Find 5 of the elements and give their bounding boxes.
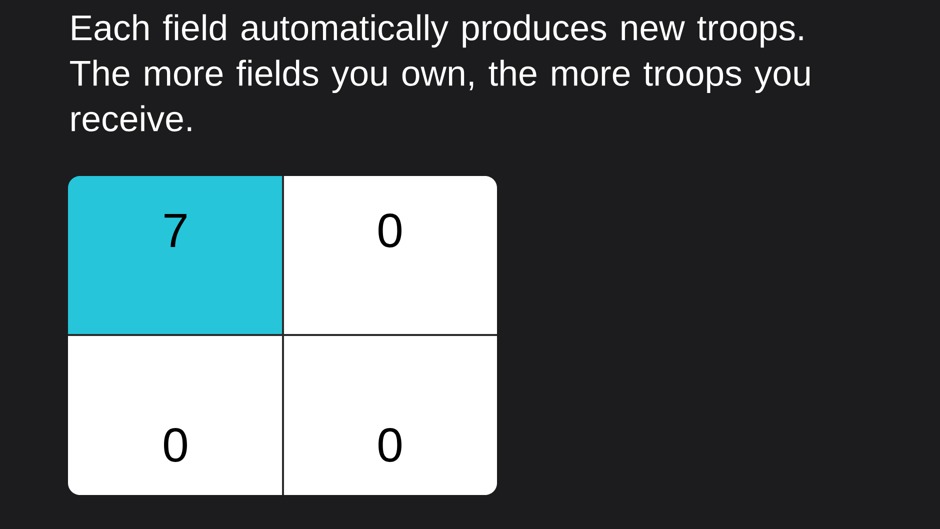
grid-cell: 0 [283,176,497,335]
grid-cell: 0 [283,335,497,495]
grid-cell: 0 [68,335,283,495]
caption: Each field automatically produces new troops. The more fields you own, the more troops you receive. [70,14,810,132]
grid-cell: 7 [68,176,283,335]
